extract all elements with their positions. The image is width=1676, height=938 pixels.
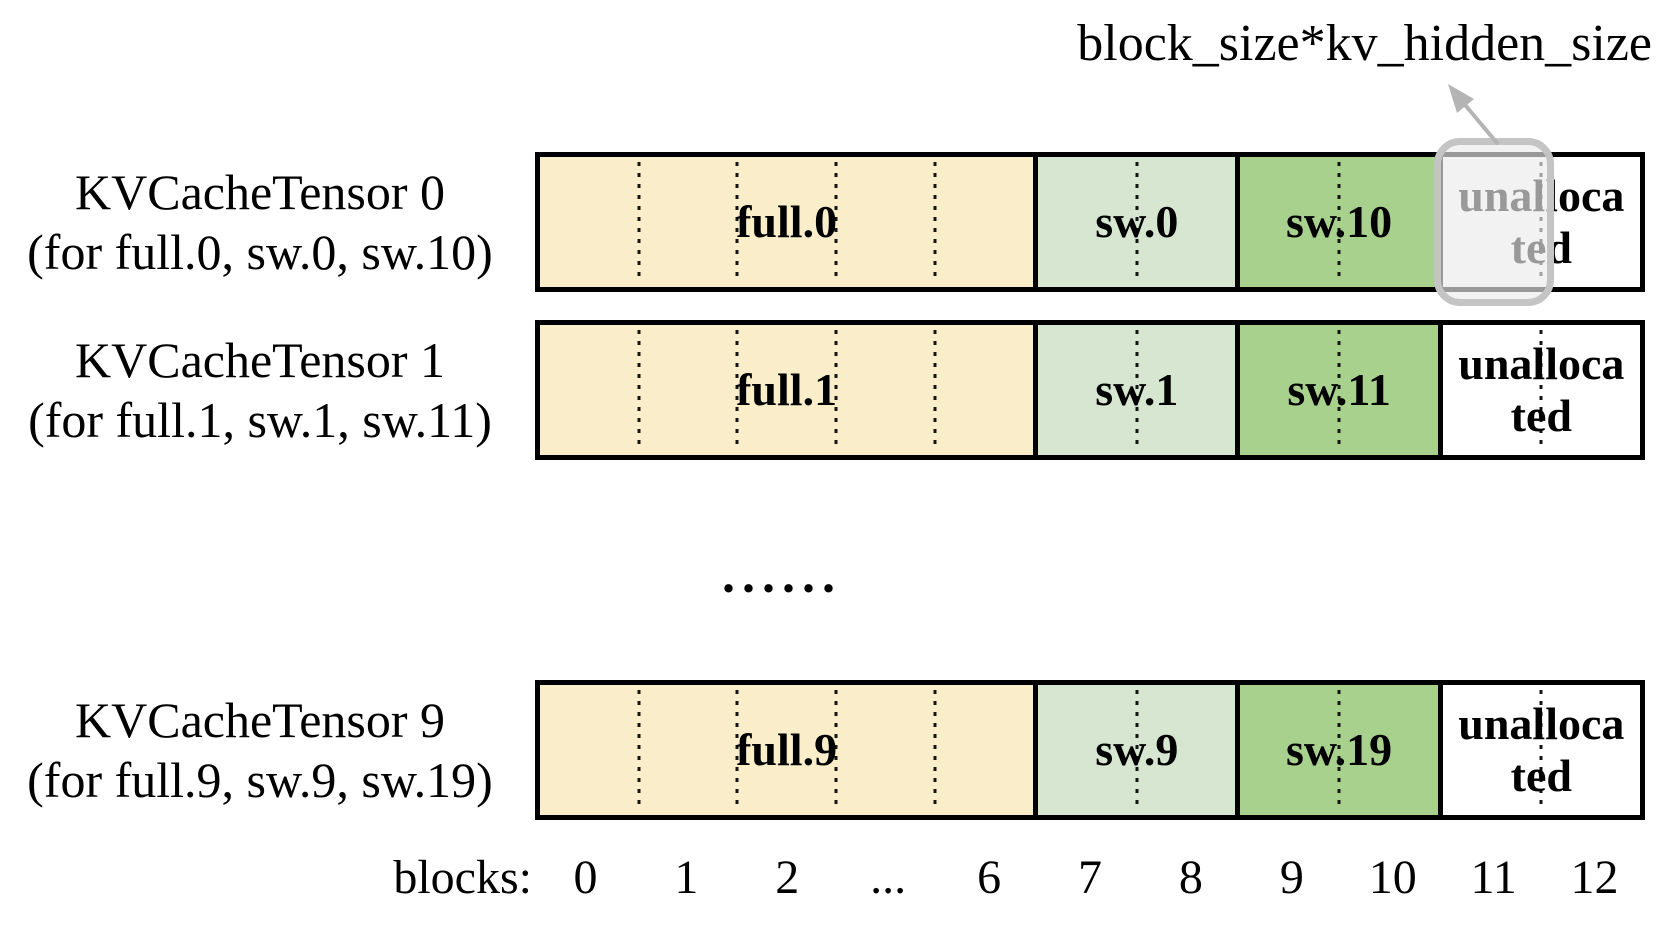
- block-divider-dotted-line: [735, 162, 739, 282]
- segment-label: sw.9: [1095, 724, 1179, 776]
- block-divider-dotted-line: [1539, 690, 1543, 810]
- segment-label-line: unalloca: [1458, 698, 1625, 750]
- tensor-row-subtitle: (for full.0, sw.0, sw.10): [27, 224, 493, 280]
- segment-label: sw.0: [1095, 196, 1179, 248]
- tensor-row-subtitle: (for full.1, sw.1, sw.11): [28, 392, 492, 448]
- tensor-row: KVCacheTensor 1 (for full.1, sw.1, sw.11…: [0, 320, 1676, 460]
- blocks-axis-tick: 0: [573, 851, 598, 904]
- segment-label: sw.19: [1286, 724, 1393, 776]
- block-size-annotation: block_size*kv_hidden_size: [1077, 15, 1652, 72]
- segment-label: full.9: [736, 724, 838, 776]
- segment-label: full.0: [736, 196, 838, 248]
- blocks-axis-tick: 12: [1570, 851, 1619, 904]
- segment-full: full.0: [540, 157, 1034, 287]
- block-divider-dotted-line: [933, 330, 937, 450]
- block-divider-dotted-line: [1539, 330, 1543, 450]
- tensor-row-title: KVCacheTensor 9: [75, 692, 445, 748]
- blocks-axis-label: blocks:: [393, 851, 532, 904]
- blocks-axis-tick: 11: [1470, 851, 1517, 904]
- segment-sw_dark: sw.19: [1235, 685, 1438, 815]
- block-divider-dotted-line: [933, 690, 937, 810]
- blocks-axis-tick: 10: [1368, 851, 1417, 904]
- block-highlight-ring: [1434, 138, 1554, 306]
- block-divider-dotted-line: [637, 690, 641, 810]
- tensor-row-label: KVCacheTensor 0 (for full.0, sw.0, sw.10…: [20, 152, 500, 292]
- tensor-row: KVCacheTensor 0 (for full.0, sw.0, sw.10…: [0, 152, 1676, 292]
- segment-full: full.1: [540, 325, 1034, 455]
- blocks-axis-tick: ...: [870, 851, 907, 904]
- blocks-axis-tick: 1: [674, 851, 699, 904]
- segment-sw_light: sw.9: [1033, 685, 1236, 815]
- tensor-row-title: KVCacheTensor 0: [75, 164, 445, 220]
- segment-label-line: unalloca: [1458, 338, 1625, 390]
- blocks-axis-tick: 8: [1178, 851, 1203, 904]
- block-divider-dotted-line: [834, 330, 838, 450]
- segment-sw_light: sw.1: [1033, 325, 1236, 455]
- segment-full: full.9: [540, 685, 1034, 815]
- segment-sw_dark: sw.10: [1235, 157, 1438, 287]
- tensor-row-label: KVCacheTensor 9 (for full.9, sw.9, sw.19…: [20, 680, 500, 820]
- blocks-axis-tick: 7: [1078, 851, 1102, 904]
- block-divider-dotted-line: [637, 162, 641, 282]
- tensor-row-title: KVCacheTensor 1: [75, 332, 445, 388]
- block-divider-dotted-line: [834, 690, 838, 810]
- block-divider-dotted-line: [1135, 330, 1139, 450]
- segment-label: sw.1: [1095, 364, 1179, 416]
- block-divider-dotted-line: [1135, 690, 1139, 810]
- block-divider-dotted-line: [735, 330, 739, 450]
- block-divider-dotted-line: [1337, 162, 1341, 282]
- segment-label-line: ted: [1510, 390, 1572, 441]
- segment-label-line: ted: [1510, 750, 1572, 801]
- block-divider-dotted-line: [735, 690, 739, 810]
- tensor-row: KVCacheTensor 9 (for full.9, sw.9, sw.19…: [0, 680, 1676, 820]
- blocks-axis-tick: 9: [1279, 851, 1304, 904]
- block-divider-dotted-line: [637, 330, 641, 450]
- tensor-row-subtitle: (for full.9, sw.9, sw.19): [27, 752, 493, 808]
- block-divider-dotted-line: [1135, 162, 1139, 282]
- segment-label: full.1: [736, 364, 838, 416]
- tensor-row-label: KVCacheTensor 1 (for full.1, sw.1, sw.11…: [20, 320, 500, 460]
- rows-ellipsis: ......: [722, 547, 842, 604]
- block-divider-dotted-line: [1337, 330, 1341, 450]
- blocks-axis-tick: 2: [775, 851, 800, 904]
- segment-label: sw.10: [1286, 196, 1393, 248]
- block-divider-dotted-line: [933, 162, 937, 282]
- block-divider-dotted-line: [1337, 690, 1341, 810]
- segment-sw_dark: sw.11: [1235, 325, 1438, 455]
- segment-label: sw.11: [1287, 364, 1391, 416]
- blocks-axis-tick: 6: [977, 851, 1002, 904]
- annotation-arrow-icon: [1448, 84, 1499, 145]
- segment-sw_light: sw.0: [1033, 157, 1236, 287]
- block-divider-dotted-line: [834, 162, 838, 282]
